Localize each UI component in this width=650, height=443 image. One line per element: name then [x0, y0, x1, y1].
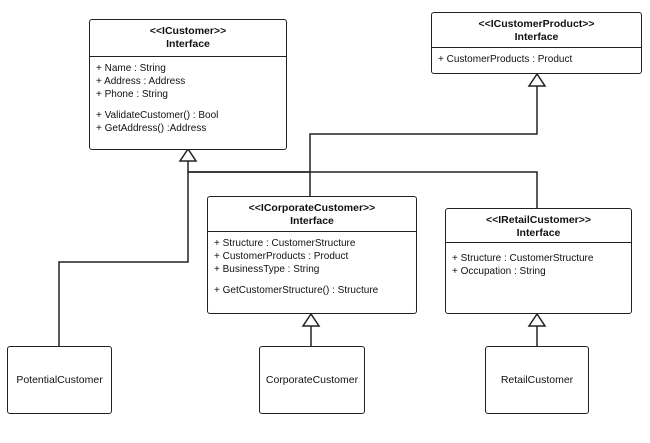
icustomer-class[interactable]: <<ICustomer>> Interface + Name : String …: [89, 19, 287, 150]
potentialcustomer-name: PotentialCustomer: [16, 374, 103, 386]
icorporatecustomer-attribute: + Structure : CustomerStructure: [214, 238, 356, 249]
icorporatecustomer-members: + Structure : CustomerStructure + Custom…: [208, 232, 416, 297]
retailcustomer-name: RetailCustomer: [500, 374, 574, 386]
icustomerproduct-members: + CustomerProducts : Product: [432, 48, 641, 66]
icustomerproduct-kind: Interface: [514, 31, 559, 43]
icustomer-header: <<ICustomer>> Interface: [90, 20, 286, 57]
icustomer-members: + Name : String + Address : Address + Ph…: [90, 57, 286, 135]
iretailcustomer-stereotype: <<IRetailCustomer>>: [485, 214, 592, 226]
icustomer-attribute: + Address : Address: [96, 76, 186, 87]
edge-potential-to-icustomer: [58, 172, 189, 346]
iretailcustomer-kind: Interface: [516, 227, 561, 239]
icustomer-method: + ValidateCustomer() : Bool: [96, 110, 219, 121]
triangle-arrow-icon: [178, 147, 198, 162]
icustomerproduct-class[interactable]: <<ICustomerProduct>> Interface + Custome…: [431, 12, 642, 74]
potentialcustomer-class[interactable]: PotentialCustomer: [7, 346, 112, 414]
icustomer-attribute: + Name : String: [96, 63, 166, 74]
icustomer-method: + GetAddress() :Address: [96, 123, 207, 134]
triangle-arrow-icon: [527, 72, 547, 87]
edge-iretail-to-icustomer: [188, 171, 538, 208]
corporatecustomer-class[interactable]: CorporateCustomer: [259, 346, 365, 414]
icorporatecustomer-class[interactable]: <<ICorporateCustomer>> Interface + Struc…: [207, 196, 417, 314]
icustomerproduct-attribute: + CustomerProducts : Product: [438, 54, 573, 65]
icorporatecustomer-method: + GetCustomerStructure() : Structure: [214, 285, 379, 296]
edge-icorporate-to-icustomer: [187, 160, 311, 196]
edge-icorporate-to-icustomerproduct: [309, 86, 538, 172]
iretailcustomer-attribute: + Structure : CustomerStructure: [452, 253, 594, 264]
icorporatecustomer-attribute: + CustomerProducts : Product: [214, 251, 349, 262]
icorporatecustomer-stereotype: <<ICorporateCustomer>>: [248, 202, 376, 214]
corporatecustomer-name: CorporateCustomer: [265, 374, 359, 386]
icustomer-kind: Interface: [166, 38, 210, 50]
triangle-arrow-icon: [301, 312, 321, 327]
icorporatecustomer-kind: Interface: [290, 215, 334, 227]
icustomerproduct-header: <<ICustomerProduct>> Interface: [432, 13, 641, 48]
iretailcustomer-header: <<IRetailCustomer>> Interface: [446, 209, 631, 243]
triangle-arrow-icon: [527, 312, 547, 327]
retailcustomer-class[interactable]: RetailCustomer: [485, 346, 589, 414]
icustomerproduct-stereotype: <<ICustomerProduct>>: [478, 18, 595, 30]
icorporatecustomer-header: <<ICorporateCustomer>> Interface: [208, 197, 416, 232]
icorporatecustomer-attribute: + BusinessType : String: [214, 264, 320, 275]
iretailcustomer-attribute: + Occupation : String: [452, 266, 546, 277]
iretailcustomer-class[interactable]: <<IRetailCustomer>> Interface + Structur…: [445, 208, 632, 314]
icustomer-stereotype: <<ICustomer>>: [149, 25, 227, 37]
icustomer-attribute: + Phone : String: [96, 89, 168, 100]
iretailcustomer-members: + Structure : CustomerStructure + Occupa…: [446, 243, 631, 278]
